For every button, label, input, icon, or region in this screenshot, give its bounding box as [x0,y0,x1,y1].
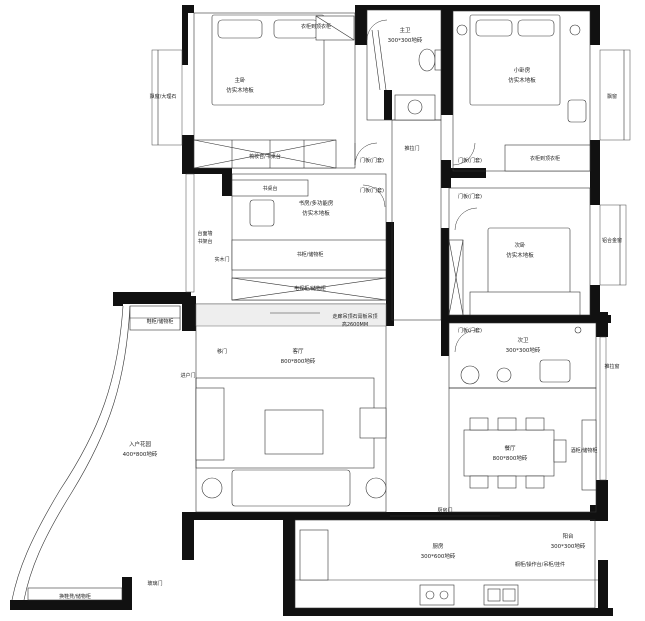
chair-icon [497,475,517,489]
study-shelf-note: 电视柜/储物柜 [294,285,326,292]
dining-room-floor: 800*800地砖 [493,454,528,462]
doors [354,19,500,517]
study-left-note-3: 实木门 [214,256,229,263]
small-bedroom-name: 小卧房 [514,66,531,74]
side-cabinet-note: 酒柜/储物柜 [571,447,598,454]
entry-door-note: 进户门 [180,372,195,379]
potted-plant-icon [201,477,223,499]
dining-room-furniture [463,417,597,491]
kitchen-sliding-note: 移门 [217,348,227,355]
guest-bath-fixtures [460,326,582,385]
study-name: 书房/多功能房 [299,199,334,207]
balcony-name: 阳台 [562,532,574,540]
entrance-garden-name: 入户花园 [129,440,152,448]
bay-window-left-note: 飘窗/大理石 [150,93,177,100]
potted-plant-icon [365,477,387,499]
entrance-garden-floor: 400*800地砖 [123,450,158,458]
shoe-cabinet-note: 鞋柜/储物柜 [147,318,174,325]
door-label-5: 门板(门套) [458,327,482,334]
chair-icon [525,475,545,489]
master-bath-name: 主卫 [399,26,411,34]
door-label-4: 门板(门套) [458,193,482,200]
entrance-garden-outline [11,305,181,601]
potted-plant-icon [569,24,581,36]
door-label-3: 门板(门套) [360,187,384,194]
sink-icon [407,99,423,115]
annotation-labels: 衣柜到顶衣柜 梳妆台/书桌台 衣柜到顶衣柜 飘窗/大理石 飘窗 铝合金窗 门板(… [59,23,622,600]
sink-icon [483,584,519,606]
chair-icon [525,417,545,431]
chair-icon [497,417,517,431]
small-bedroom-furniture [456,14,591,172]
study-left-note-2: 书架台 [197,238,212,245]
right-window-2-note: 推拉窗 [604,363,619,370]
corridor-ceiling-note: 走廊吊顶石膏板吊顶 [332,313,377,320]
toilet-icon [496,367,512,383]
door-label-2: 门板(门套) [458,157,482,164]
master-bedroom-furniture [193,14,355,169]
garden-bench-note: 换鞋凳/储物柜 [59,593,91,600]
balcony-floor: 300*300地砖 [551,542,586,550]
kitchen-fixtures [299,529,519,606]
small-wardrobe-note: 衣柜到顶衣柜 [530,155,560,162]
second-bedroom-name: 次卧 [514,241,526,249]
corridor-height-note: 高2600MM [342,321,368,328]
living-room-floor: 800*800地砖 [281,357,316,365]
dining-room-name: 餐厅 [504,444,516,452]
kitchen-name: 厨房 [432,542,444,550]
toilet-icon [418,48,436,72]
window-right-note: 铝合金窗 [602,237,622,244]
second-bedroom-furniture [448,227,581,316]
chair-icon [469,475,489,489]
double-bed-icon [469,14,561,106]
small-bedroom-floor: 仿实木地板 [508,76,536,84]
dressing-table-note: 梳妆台/书桌台 [249,153,281,160]
double-bed-icon [487,227,571,299]
kitchen-door-note: 厨房门 [437,507,452,514]
guest-bath-floor: 300*300地砖 [506,346,541,354]
master-door-note: 门板(门套) [360,157,384,164]
master-wardrobe-note: 衣柜到顶衣柜 [301,23,331,30]
study-desk-note: 书桌台 [262,185,277,192]
study-floor: 仿实木地板 [302,209,330,217]
chair-icon [249,199,275,227]
second-bedroom-floor: 仿实木地板 [506,251,534,259]
master-bath-fixtures [371,29,442,121]
kitchen-counter-note: 橱柜/操作台/吊柜/挂件 [515,561,565,568]
study-left-note-1: 台面墙 [197,230,212,237]
master-bedroom-floor: 仿实木地板 [226,86,254,94]
chair-icon [567,99,587,123]
chair-icon [469,417,489,431]
master-bath-floor: 300*300地砖 [388,36,423,44]
stove-icon [419,584,455,606]
glass-door-note: 玻璃门 [147,580,162,587]
kitchen-floor: 300*600地砖 [421,552,456,560]
room-labels: 主卧 仿实木地板 主卫 300*300地砖 小卧房 仿实木地板 书房/多功能房 … [123,26,586,560]
study-furniture [231,179,387,301]
living-room-furniture [195,377,387,507]
sink-icon [460,365,480,385]
study-cabinet-note: 书柜/储物柜 [297,251,324,258]
interior-lines [151,9,631,609]
sliding-door-note: 推拉门 [404,145,419,152]
master-bedroom-name: 主卧 [234,76,246,84]
guest-bath-name: 次卫 [517,336,529,344]
living-room-name: 客厅 [292,347,304,355]
bay-window-right-note: 飘窗 [607,93,617,100]
potted-plant-icon [456,24,468,36]
